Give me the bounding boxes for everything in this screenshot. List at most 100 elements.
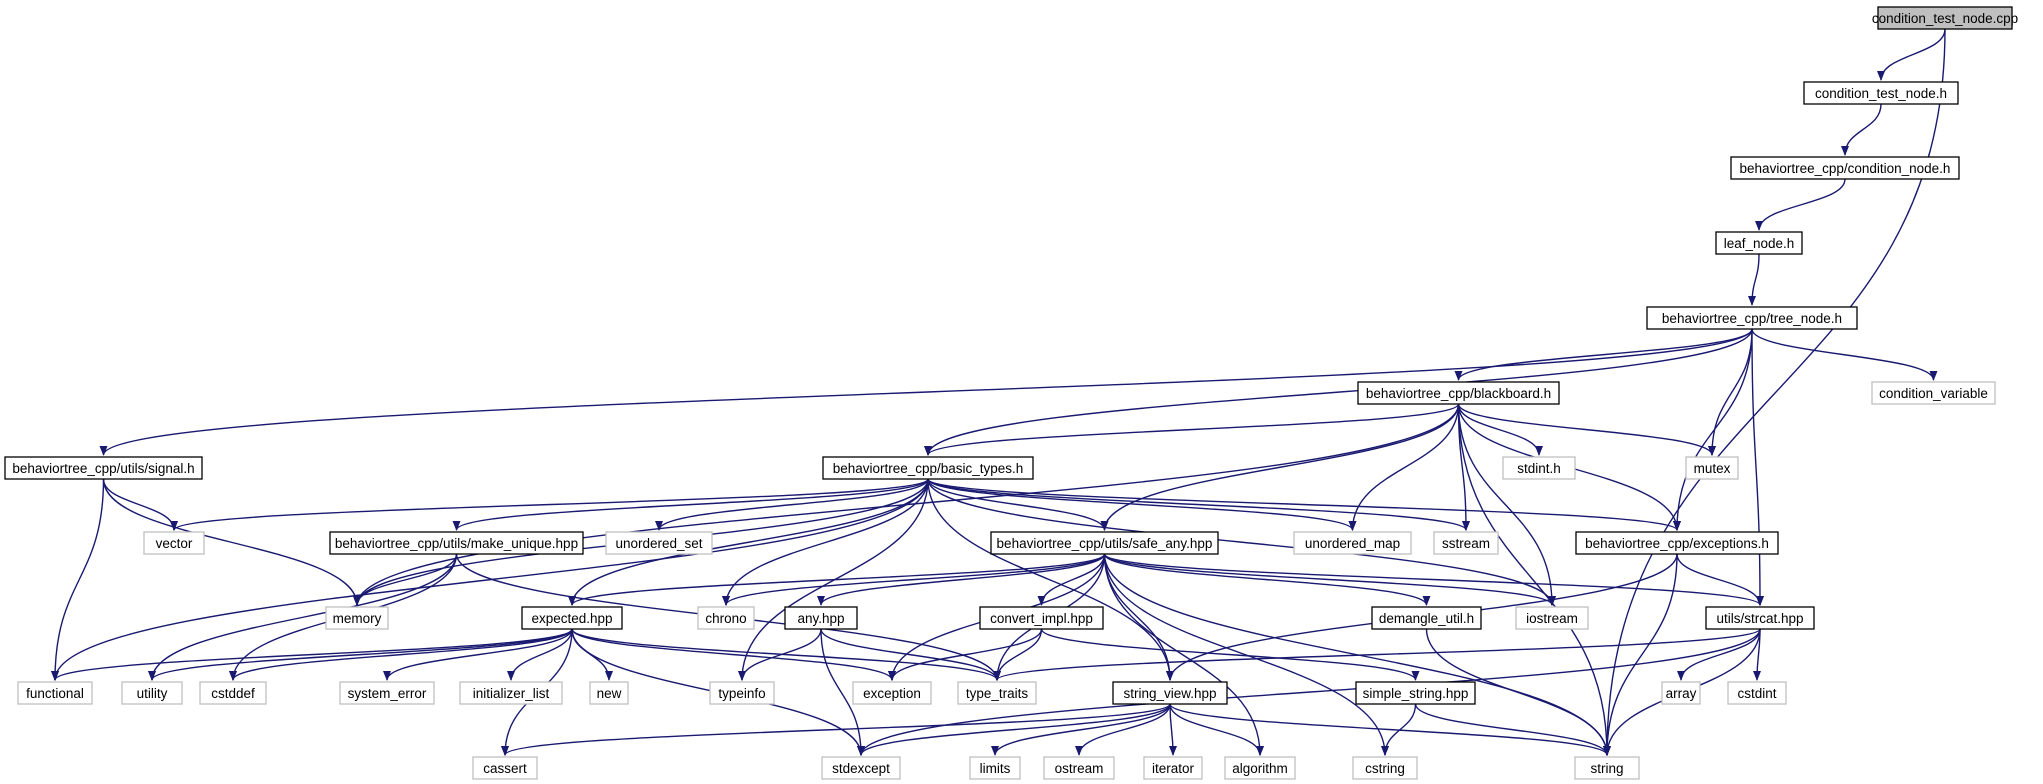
node-expected-box bbox=[521, 606, 623, 630]
edge-bb-to-string bbox=[1457, 403, 1611, 756]
node-string-view[interactable]: string_view.hpp bbox=[1112, 681, 1228, 705]
node-mutex-label: mutex bbox=[1694, 461, 1731, 476]
node-tree[interactable]: behaviortree_cpp/tree_node.h bbox=[1646, 306, 1858, 330]
node-unordered-map-box bbox=[1293, 531, 1412, 555]
node-cth[interactable]: condition_test_node.h bbox=[1803, 81, 1959, 105]
edge-signal-to-vector bbox=[102, 478, 178, 531]
node-memory-box bbox=[325, 606, 389, 630]
node-make-unique-box bbox=[329, 531, 584, 555]
node-stdexcept-box bbox=[821, 756, 901, 780]
node-root-box bbox=[1877, 6, 2013, 30]
node-cstring-box bbox=[1352, 756, 1418, 780]
dependency-edges bbox=[51, 28, 1946, 756]
node-safe-any-label: behaviortree_cpp/utils/safe_any.hpp bbox=[997, 536, 1213, 551]
edge-strcat-to-type_traits bbox=[993, 628, 1761, 681]
edge-string_view-to-iterator bbox=[1168, 703, 1177, 756]
node-cstdint-box bbox=[1727, 681, 1787, 705]
edge-basic-to-safe_any bbox=[927, 478, 1109, 531]
node-signal[interactable]: behaviortree_cpp/utils/signal.h bbox=[4, 456, 203, 480]
node-typeinfo: typeinfo bbox=[709, 681, 775, 705]
node-safe-any-box bbox=[990, 531, 1219, 555]
edge-basic-to-vector bbox=[170, 478, 929, 531]
edge-simple_string-to-cstring bbox=[1381, 703, 1417, 756]
node-anyhpp[interactable]: any.hpp bbox=[784, 606, 858, 630]
node-condvar-box bbox=[1871, 381, 1996, 405]
edge-make_unique-to-memory bbox=[353, 553, 458, 606]
node-new-box bbox=[589, 681, 629, 705]
node-root[interactable]: condition_test_node.cpp bbox=[1872, 6, 2018, 30]
edge-tree-to-strcat bbox=[1751, 328, 1764, 606]
edge-expected-to-initializer_list bbox=[507, 628, 573, 681]
node-strcat[interactable]: utils/strcat.hpp bbox=[1705, 606, 1815, 630]
node-iterator: iterator bbox=[1143, 756, 1203, 780]
node-unordered-set-label: unordered_set bbox=[615, 536, 702, 551]
node-system-error-box bbox=[339, 681, 435, 705]
edge-demangle-to-string bbox=[1425, 628, 1611, 756]
node-utility-box bbox=[121, 681, 183, 705]
node-anyhpp-label: any.hpp bbox=[797, 611, 844, 626]
node-memory: memory bbox=[325, 606, 389, 630]
node-system-error: system_error bbox=[339, 681, 435, 705]
node-basic-box bbox=[822, 456, 1034, 480]
node-stdint: stdint.h bbox=[1502, 456, 1576, 480]
edge-make_unique-to-utility bbox=[148, 553, 458, 681]
node-basic[interactable]: behaviortree_cpp/basic_types.h bbox=[822, 456, 1034, 480]
edge-strcat-to-array bbox=[1677, 628, 1761, 681]
edge-string_view-to-stdexcept bbox=[857, 703, 1171, 756]
node-iostream: iostream bbox=[1515, 606, 1589, 630]
edge-cth-to-cnh bbox=[1841, 103, 1882, 156]
node-algorithm: algorithm bbox=[1224, 756, 1296, 780]
edge-signal-to-functional bbox=[51, 478, 105, 681]
edge-safe_any-to-convert bbox=[1037, 553, 1106, 606]
node-convert-label: convert_impl.hpp bbox=[990, 611, 1093, 626]
node-iterator-label: iterator bbox=[1152, 761, 1195, 776]
edge-exceptions-to-string bbox=[1603, 553, 1678, 756]
edge-expected-to-functional bbox=[51, 628, 573, 681]
node-initializer-list: initializer_list bbox=[459, 681, 563, 705]
edge-basic-to-sstream bbox=[927, 478, 1470, 531]
edge-tree-to-exceptions bbox=[1673, 328, 1753, 531]
node-exception-label: exception bbox=[863, 686, 921, 701]
dependency-nodes: condition_test_node.cpp condition_test_no… bbox=[4, 6, 2018, 780]
node-simple-string[interactable]: simple_string.hpp bbox=[1355, 681, 1476, 705]
node-unordered-set: unordered_set bbox=[605, 531, 713, 555]
node-sstream-label: sstream bbox=[1442, 536, 1490, 551]
node-expected[interactable]: expected.hpp bbox=[521, 606, 623, 630]
node-exceptions[interactable]: behaviortree_cpp/exceptions.h bbox=[1575, 531, 1779, 555]
node-mutex-box bbox=[1685, 456, 1739, 480]
node-convert[interactable]: convert_impl.hpp bbox=[979, 606, 1104, 630]
node-tree-label: behaviortree_cpp/tree_node.h bbox=[1662, 311, 1842, 326]
edge-expected-to-exception bbox=[571, 628, 896, 681]
node-typeinfo-label: typeinfo bbox=[718, 686, 765, 701]
edge-tree-to-bb bbox=[1454, 328, 1753, 381]
edge-bb-to-safe_any bbox=[1100, 403, 1460, 531]
edge-string_view-to-ostream bbox=[1075, 703, 1171, 756]
edge-safe_any-to-demangle bbox=[1103, 553, 1431, 606]
node-leaf[interactable]: leaf_node.h bbox=[1715, 231, 1803, 255]
node-string: string bbox=[1574, 756, 1640, 780]
node-new: new bbox=[589, 681, 629, 705]
node-condvar-label: condition_variable bbox=[1879, 386, 1988, 401]
edge-anyhpp-to-typeinfo bbox=[738, 628, 822, 681]
node-exceptions-label: behaviortree_cpp/exceptions.h bbox=[1585, 536, 1769, 551]
node-cnh[interactable]: behaviortree_cpp/condition_node.h bbox=[1730, 156, 1960, 180]
edge-bb-to-mutex bbox=[1457, 403, 1716, 456]
edge-basic-to-exceptions bbox=[927, 478, 1681, 531]
edge-bb-to-basic bbox=[924, 403, 1460, 456]
node-demangle[interactable]: demangle_util.h bbox=[1371, 606, 1482, 630]
edge-expected-to-utility bbox=[148, 628, 573, 681]
node-limits-box bbox=[969, 756, 1021, 780]
edge-expected-to-system_error bbox=[383, 628, 573, 681]
node-cth-box bbox=[1803, 81, 1959, 105]
node-expected-label: expected.hpp bbox=[531, 611, 612, 626]
node-leaf-box bbox=[1715, 231, 1803, 255]
node-root-label: condition_test_node.cpp bbox=[1872, 11, 2018, 26]
node-bb[interactable]: behaviortree_cpp/blackboard.h bbox=[1357, 381, 1560, 405]
edge-string_view-to-algorithm bbox=[1169, 703, 1264, 756]
node-ostream: ostream bbox=[1043, 756, 1115, 780]
node-new-label: new bbox=[597, 686, 622, 701]
edge-root-to-cth bbox=[1877, 28, 1946, 81]
node-safe-any[interactable]: behaviortree_cpp/utils/safe_any.hpp bbox=[990, 531, 1219, 555]
node-make-unique[interactable]: behaviortree_cpp/utils/make_unique.hpp bbox=[329, 531, 584, 555]
